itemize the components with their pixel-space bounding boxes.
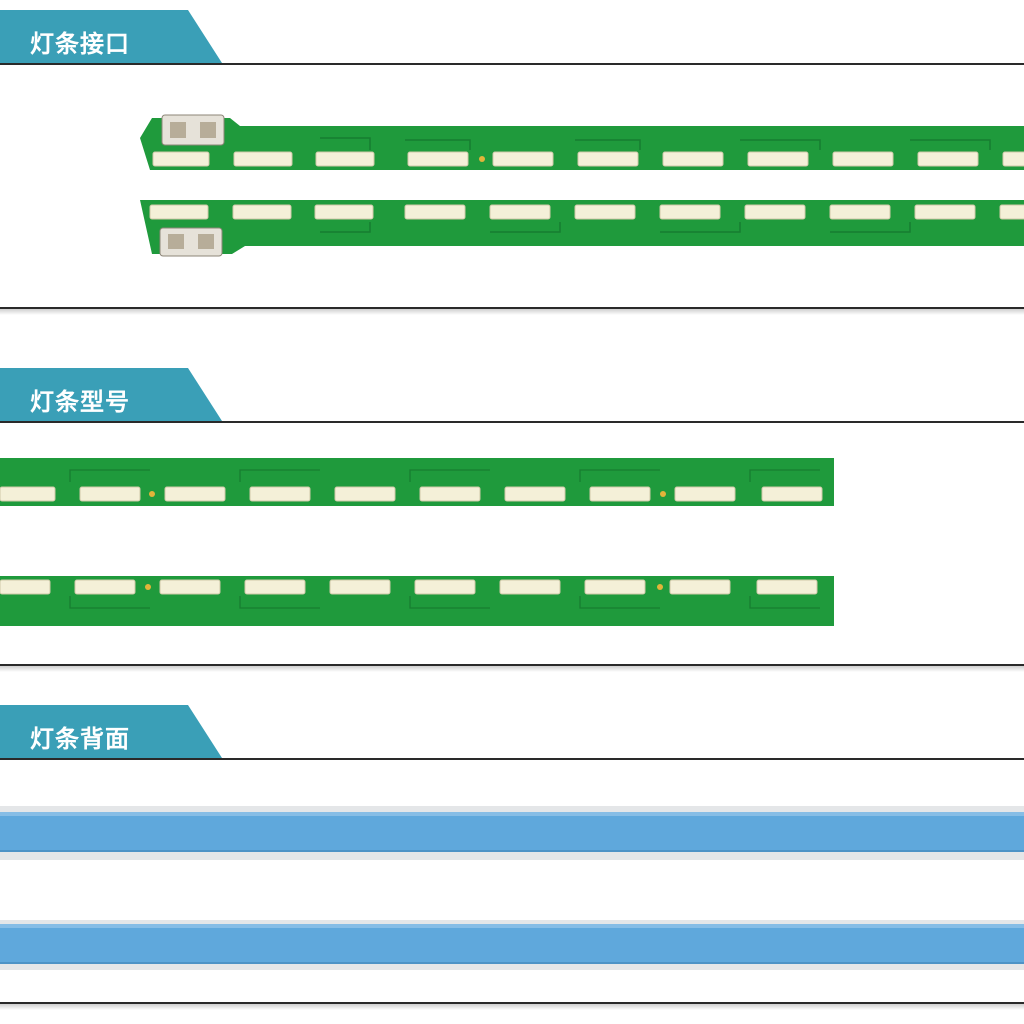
divider [0,664,1024,666]
divider [0,758,1024,760]
divider [0,1002,1024,1004]
divider-shadow [0,666,1024,672]
section-tab [0,705,222,758]
divider [0,307,1024,309]
section-tab [0,368,222,421]
led-strips-back-photo [0,806,1024,970]
led-strips-interface-photo [140,114,1024,257]
section-title: 灯条型号 [30,388,130,416]
section-title: 灯条接口 [30,30,130,58]
section-tab [0,10,222,63]
led-strips-model-photo [0,458,834,626]
divider [0,421,1024,423]
divider-shadow [0,1004,1024,1010]
divider [0,63,1024,65]
section-title: 灯条背面 [30,725,130,753]
section-interface: 灯条接口 [0,0,1024,320]
connector-icon [161,114,225,146]
divider-shadow [0,309,1024,315]
connector-icon [159,227,223,257]
